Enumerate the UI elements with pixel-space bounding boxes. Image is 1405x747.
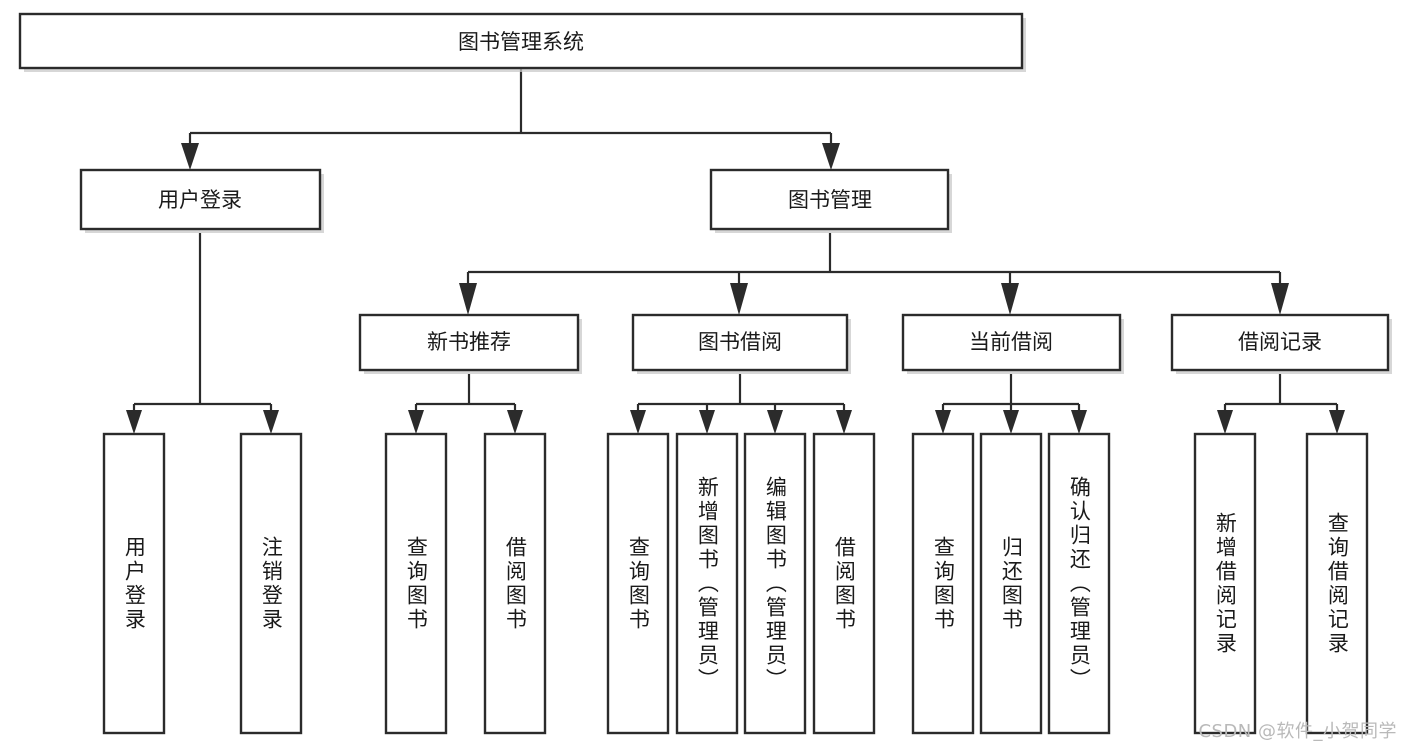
- node-rect[interactable]: [1047, 432, 1111, 735]
- node-rect[interactable]: [483, 432, 547, 735]
- node-borrow-record[interactable]: 借阅记录: [1170, 313, 1392, 374]
- leaf-node[interactable]: [743, 432, 807, 735]
- node-rect[interactable]: [606, 432, 670, 735]
- arrow-head-icon: [126, 410, 142, 434]
- arrow-head-icon: [822, 143, 840, 170]
- node-rect[interactable]: [675, 432, 739, 735]
- arrow-head-icon: [935, 410, 951, 434]
- arrow-head-icon: [408, 410, 424, 434]
- node-user-login[interactable]: 用户登录: [79, 168, 324, 233]
- node-current-borrow[interactable]: 当前借阅: [901, 313, 1124, 374]
- arrow-head-icon: [1271, 283, 1289, 315]
- arrow-head-icon: [1001, 283, 1019, 315]
- leaf-node[interactable]: [1305, 432, 1369, 735]
- node-rect[interactable]: [239, 432, 303, 735]
- arrow-head-icon: [263, 410, 279, 434]
- node-label-book-borrow: 图书借阅: [698, 330, 782, 354]
- node-rect[interactable]: [18, 12, 1024, 70]
- leaf-node[interactable]: [384, 432, 448, 735]
- node-rect[interactable]: [384, 432, 448, 735]
- arrow-head-icon: [730, 283, 748, 315]
- node-rect[interactable]: [358, 313, 580, 372]
- node-label-book-management: 图书管理: [788, 188, 872, 212]
- node-rect[interactable]: [102, 432, 166, 735]
- leaf-node[interactable]: [483, 432, 547, 735]
- arrow-head-icon: [836, 410, 852, 434]
- node-rect[interactable]: [79, 168, 322, 231]
- node-label-root: 图书管理系统: [458, 30, 584, 54]
- node-rect[interactable]: [709, 168, 950, 231]
- arrow-head-icon: [459, 283, 477, 315]
- node-book-management[interactable]: 图书管理: [709, 168, 952, 233]
- node-label-borrow-record: 借阅记录: [1238, 330, 1322, 354]
- leaf-node[interactable]: [979, 432, 1043, 735]
- watermark: CSDN @软件_小贺同学: [1198, 721, 1397, 742]
- leaf-node[interactable]: [911, 432, 975, 735]
- arrow-head-icon: [507, 410, 523, 434]
- arrow-head-icon: [630, 410, 646, 434]
- node-label-new-book-recommend: 新书推荐: [427, 330, 511, 354]
- node-rect[interactable]: [901, 313, 1122, 372]
- arrow-head-icon: [699, 410, 715, 434]
- node-book-borrow[interactable]: 图书借阅: [631, 313, 851, 374]
- arrow-head-icon: [1003, 410, 1019, 434]
- leaf-node[interactable]: [606, 432, 670, 735]
- arrow-head-icon: [1071, 410, 1087, 434]
- leaf-node[interactable]: [102, 432, 166, 735]
- node-rect[interactable]: [812, 432, 876, 735]
- node-root[interactable]: 图书管理系统: [18, 12, 1026, 72]
- leaf-node[interactable]: [239, 432, 303, 735]
- node-new-book-recommend[interactable]: 新书推荐: [358, 313, 582, 374]
- node-rect[interactable]: [979, 432, 1043, 735]
- node-rect[interactable]: [1193, 432, 1257, 735]
- node-label-current-borrow: 当前借阅: [969, 330, 1053, 354]
- leaf-node[interactable]: [675, 432, 739, 735]
- arrow-head-icon: [767, 410, 783, 434]
- arrow-head-icon: [1329, 410, 1345, 434]
- connector-layer: [126, 68, 1345, 434]
- leaf-node[interactable]: [1193, 432, 1257, 735]
- node-label-user-login: 用户登录: [158, 188, 242, 212]
- leaf-node[interactable]: [812, 432, 876, 735]
- node-rect[interactable]: [911, 432, 975, 735]
- arrow-head-icon: [181, 143, 199, 170]
- node-rect[interactable]: [743, 432, 807, 735]
- node-rect[interactable]: [631, 313, 849, 372]
- node-rect[interactable]: [1305, 432, 1369, 735]
- node-rect[interactable]: [1170, 313, 1390, 372]
- arrow-head-icon: [1217, 410, 1233, 434]
- leaf-node[interactable]: [1047, 432, 1111, 735]
